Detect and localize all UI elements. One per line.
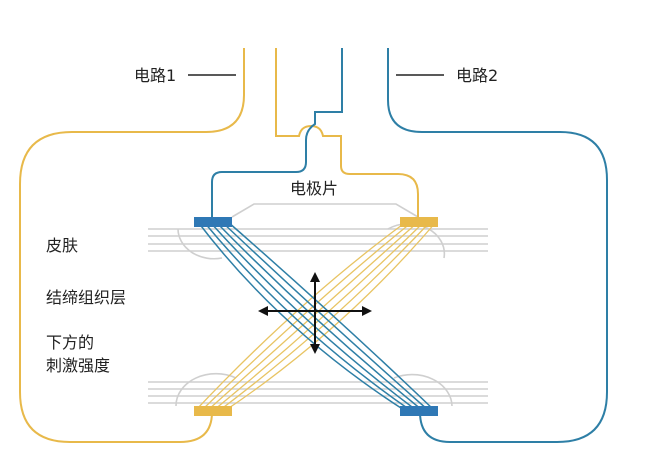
circuit2-feed xyxy=(211,48,343,217)
stimulation-label-line2: 刺激强度 xyxy=(46,356,110,375)
circuit1-wire xyxy=(19,48,245,443)
electrode-bottom-right xyxy=(400,406,438,416)
electrode-bridge xyxy=(231,203,419,218)
top-tissue-layer xyxy=(148,222,488,260)
electrode-label: 电极片 xyxy=(290,179,338,198)
bottom-tissue-layer xyxy=(148,372,488,407)
connective-tissue-label: 结缔组织层 xyxy=(46,288,126,307)
electrode-top-right xyxy=(400,217,438,227)
electrode-top-left xyxy=(194,217,232,227)
circuit2-wire xyxy=(387,48,608,443)
circuit1-label: 电路1 xyxy=(134,66,176,85)
stimulation-label-line1: 下方的 xyxy=(46,333,94,352)
electrode-bottom-left xyxy=(194,406,232,416)
skin-label: 皮肤 xyxy=(46,236,78,255)
circuit2-current-paths xyxy=(197,221,435,411)
circuit2-label: 电路2 xyxy=(456,66,498,85)
four-way-arrow-icon xyxy=(258,272,372,354)
circuit1-feed xyxy=(275,48,419,217)
